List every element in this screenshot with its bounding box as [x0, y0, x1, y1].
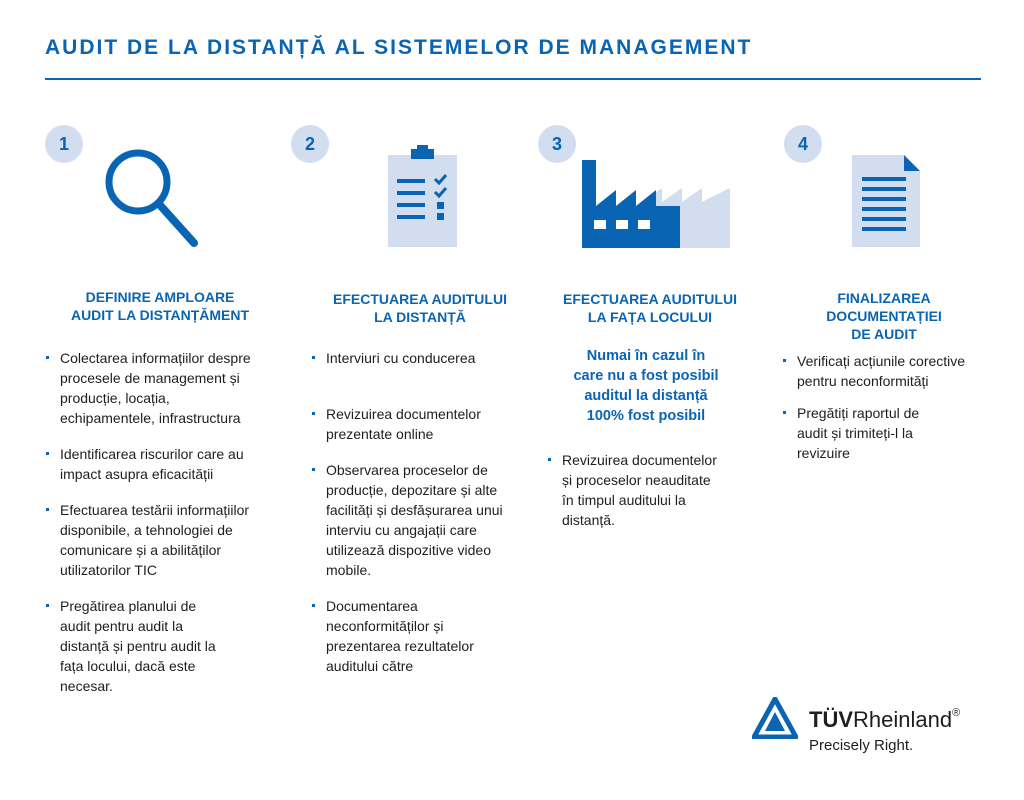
magnifying-glass-icon: [105, 149, 198, 247]
list-item: Interviuri cu conducerea: [311, 348, 546, 368]
document-icon: [852, 155, 920, 247]
step-3-heading: EFECTUAREA AUDITULUI LA FAȚA LOCULUI: [563, 291, 737, 325]
clipboard-checklist-icon: [388, 145, 457, 247]
step-4-heading: FINALIZAREA DOCUMENTAȚIEI DE AUDIT: [826, 290, 942, 342]
list-item: Colectarea informațiilor despre procesel…: [45, 348, 290, 428]
brand-name: TÜVRheinland®: [809, 707, 960, 733]
triangle-logo-icon: [752, 697, 798, 739]
factory-icon: [582, 160, 730, 248]
registered-mark: ®: [952, 707, 961, 719]
brand-rest: Rheinland: [853, 707, 953, 732]
list-item: Observarea proceselor de producție, depo…: [311, 460, 546, 580]
step-3-note: Numai în cazul în care nu a fost posibil…: [573, 348, 719, 424]
brand-bold: TÜV: [809, 707, 853, 732]
step-1-bullets: Colectarea informațiilor despre procesel…: [45, 348, 290, 696]
tuv-rheinland-logo: TÜVRheinland® Precisely Right.: [752, 693, 992, 763]
list-item: Revizuirea documentelor prezentate onlin…: [311, 404, 546, 444]
title-divider: [45, 78, 981, 80]
step-3-number: 3: [538, 125, 576, 163]
step-2-bullets: Interviuri cu conducerea Revizuirea docu…: [311, 348, 546, 676]
list-item: Efectuarea testării informațiilor dispon…: [45, 500, 290, 580]
step-3-bullets: Revizuirea documentelor și proceselor ne…: [547, 450, 767, 530]
step-2-number: 2: [291, 125, 329, 163]
list-item: Documentarea neconformităților și prezen…: [311, 596, 546, 676]
step-4-bullets: Verificați acțiunile corective pentru ne…: [782, 351, 997, 463]
list-item: Pregătiți raportul de audit și trimiteți…: [782, 403, 997, 463]
step-1-heading: DEFINIRE AMPLOARE AUDIT LA DISTANȚĂMENT: [70, 289, 250, 323]
step-2-heading: EFECTUAREA AUDITULUI LA DISTANȚĂ: [333, 291, 507, 325]
list-item: Revizuirea documentelor și proceselor ne…: [547, 450, 767, 530]
list-item: Verificați acțiunile corective pentru ne…: [782, 351, 997, 391]
list-item: Identificarea riscurilor care au impact …: [45, 444, 290, 484]
step-1-number: 1: [45, 125, 83, 163]
step-4-number: 4: [784, 125, 822, 163]
brand-tagline: Precisely Right.: [809, 737, 914, 754]
page-title: AUDIT DE LA DISTANȚĂ AL SISTEMELOR DE MA…: [45, 36, 753, 59]
list-item: Pregătirea planului de audit pentru audi…: [45, 596, 290, 696]
